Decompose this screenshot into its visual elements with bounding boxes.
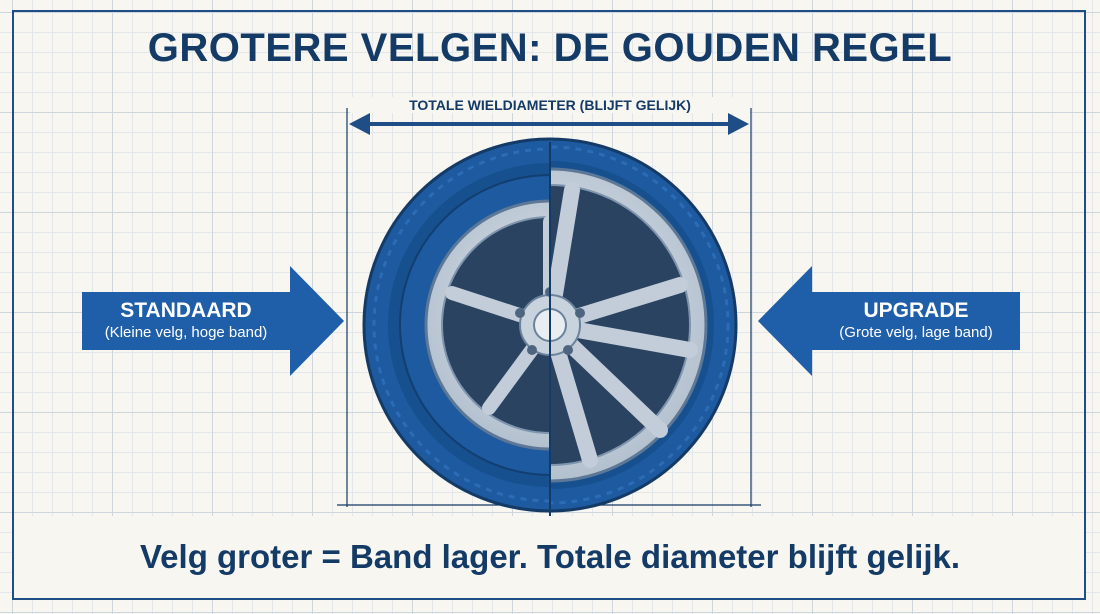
upgrade-wheel-half-icon (550, 137, 738, 513)
standard-wheel-half-icon (362, 137, 550, 513)
upgrade-callout: UPGRADE (Grote velg, lage band) (812, 292, 1020, 350)
dimension-arrow-icon (349, 113, 749, 135)
footer-band (14, 516, 1084, 598)
standard-subtext: (Kleine velg, hoge band) (104, 324, 268, 341)
standard-heading: STANDAARD (120, 299, 252, 322)
standard-callout: STANDAARD (Kleine velg, hoge band) (82, 292, 290, 350)
page-title: GROTERE VELGEN: DE GOUDEN REGEL (147, 26, 953, 70)
upgrade-subtext: (Grote velg, lage band) (839, 324, 993, 341)
diagram-frame (12, 10, 1086, 600)
upgrade-heading: UPGRADE (863, 299, 969, 322)
dimension-label: TOTALE WIELDIAMETER (BLIJFT GELIJK) (350, 97, 750, 113)
bottom-statement: Velg groter = Band lager. Totale diamete… (139, 538, 961, 575)
